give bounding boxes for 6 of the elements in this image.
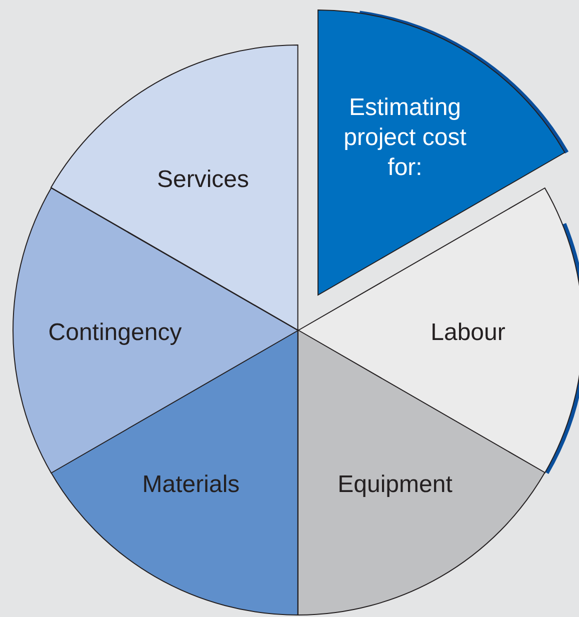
slice-label: Estimating project cost for:: [342, 92, 468, 183]
slice-label: Equipment: [336, 470, 454, 500]
slice-label: Materials: [141, 470, 241, 500]
slice-label: Services: [156, 165, 250, 195]
slice-label: Labour: [430, 318, 506, 348]
slice-label: Contingency: [47, 318, 183, 348]
